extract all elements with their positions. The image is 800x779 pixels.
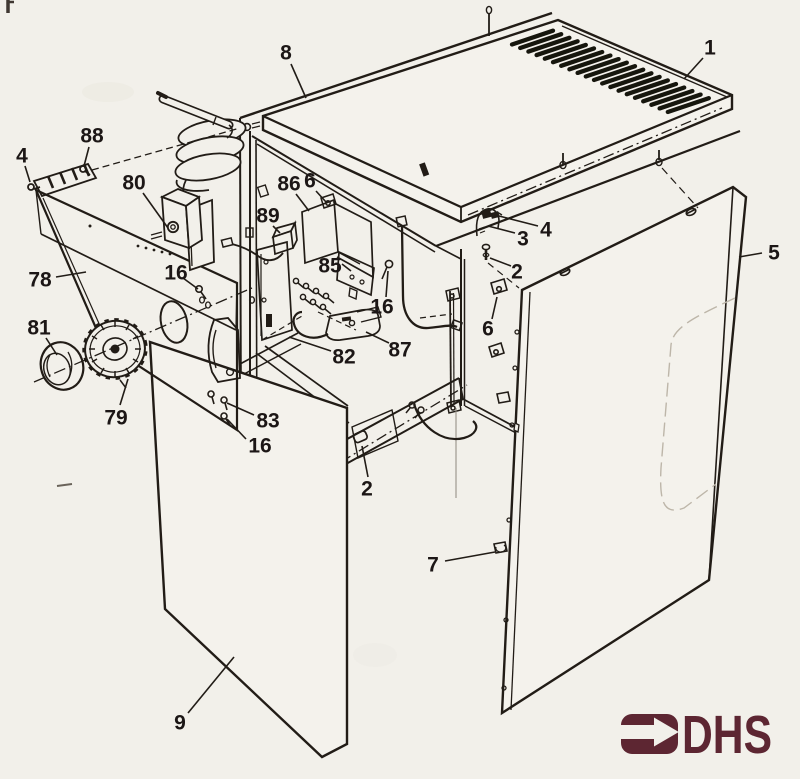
part-89-igniter <box>220 220 298 262</box>
part-6-clip-a <box>320 193 337 209</box>
part-16-screw-a <box>195 284 207 300</box>
part-88-screw <box>79 165 91 176</box>
cover-louvers <box>509 28 711 115</box>
leader-line-79 <box>119 378 129 406</box>
part-label-88: 88 <box>80 125 104 148</box>
part-label-82: 82 <box>332 346 355 369</box>
leader-line-6a <box>315 190 327 203</box>
part-label-81: 81 <box>27 317 51 340</box>
part-83-screws <box>207 390 228 411</box>
leader-line-88 <box>83 146 90 167</box>
part-label-83: 83 <box>256 410 279 433</box>
part-label-86: 86 <box>277 173 300 196</box>
panel-screws <box>559 207 697 277</box>
dhs-logo: DHS <box>612 705 772 765</box>
part-79-dial <box>82 318 148 389</box>
leader-line-5 <box>738 252 763 258</box>
leader-line-16a <box>182 277 199 290</box>
part-label-89: 89 <box>256 205 279 228</box>
sensing-bulb <box>156 91 234 139</box>
leader-line-83 <box>226 402 255 416</box>
part-label-16a: 16 <box>164 262 187 285</box>
leader-line-16c <box>226 418 247 440</box>
part-label-78: 78 <box>28 269 52 292</box>
leader-line-86 <box>295 193 310 212</box>
leader-line-4b <box>498 215 539 227</box>
part-1-top-cover <box>261 18 734 289</box>
part-label-9: 9 <box>174 712 186 735</box>
leader-line-1 <box>683 57 704 80</box>
leader-line-85 <box>341 263 352 272</box>
part-label-7: 7 <box>427 554 439 577</box>
part-label-80: 80 <box>122 172 145 195</box>
logo-text: DHS <box>682 705 772 765</box>
edge-nub <box>496 391 511 404</box>
leader-line-3 <box>487 225 516 234</box>
part-82-panel <box>256 240 293 342</box>
leader-line-2a <box>489 257 512 267</box>
part-9-front-panel <box>148 340 349 759</box>
part-label-16b: 16 <box>370 296 393 319</box>
part-label-8: 8 <box>280 42 292 65</box>
leader-line-2b <box>361 445 369 478</box>
burner-bracket <box>207 317 241 383</box>
part-5-right-panel <box>488 185 748 716</box>
part-label-16c: 16 <box>248 435 271 458</box>
part-label-2b: 2 <box>361 478 373 501</box>
part-87-pilot <box>292 306 382 341</box>
flag-bracket <box>27 162 98 198</box>
part-78-control-panel <box>33 187 241 433</box>
part-label-4a: 4 <box>16 145 28 168</box>
part-label-6b: 6 <box>482 318 494 341</box>
orifice-fittings <box>261 277 357 341</box>
leader-line-8 <box>290 63 307 99</box>
leader-line-4a <box>24 165 31 183</box>
leader-line-16b <box>385 270 389 298</box>
part-label-79: 79 <box>104 407 127 430</box>
part-2-screw-a <box>481 243 491 260</box>
part-label-87: 87 <box>388 339 411 362</box>
part-6-clip-b <box>488 277 508 359</box>
part-16-screw-c <box>220 412 231 426</box>
part-label-2a: 2 <box>511 261 523 284</box>
leader-line-87 <box>365 331 390 344</box>
part-label-5: 5 <box>768 242 780 265</box>
part-label-4b: 4 <box>540 219 552 242</box>
part-4-screw-b <box>490 211 503 219</box>
corner-fasteners <box>475 208 503 260</box>
leader-line-9 <box>187 656 235 714</box>
part-label-6a: 6 <box>304 170 316 193</box>
part-81-knob-cap <box>39 341 85 391</box>
leader-line-7 <box>444 551 496 562</box>
leader-line-81 <box>45 337 58 356</box>
part-85-bracket <box>336 250 375 301</box>
part-4-screw-a <box>27 183 41 191</box>
part-label-1: 1 <box>704 37 716 60</box>
part-label-3: 3 <box>517 228 529 251</box>
interior-components <box>220 193 394 342</box>
leader-line-78 <box>55 271 87 278</box>
leader-line-89 <box>272 225 281 234</box>
leader-line-82 <box>288 336 332 352</box>
label-leader-lines <box>24 57 763 714</box>
part-label-85: 85 <box>318 255 342 278</box>
alignment-lines <box>33 127 253 383</box>
part-16-screw-b <box>381 259 394 280</box>
leader-line-6b <box>491 296 498 320</box>
leader-line-80 <box>142 192 169 229</box>
part-80-thermostat <box>150 188 215 272</box>
